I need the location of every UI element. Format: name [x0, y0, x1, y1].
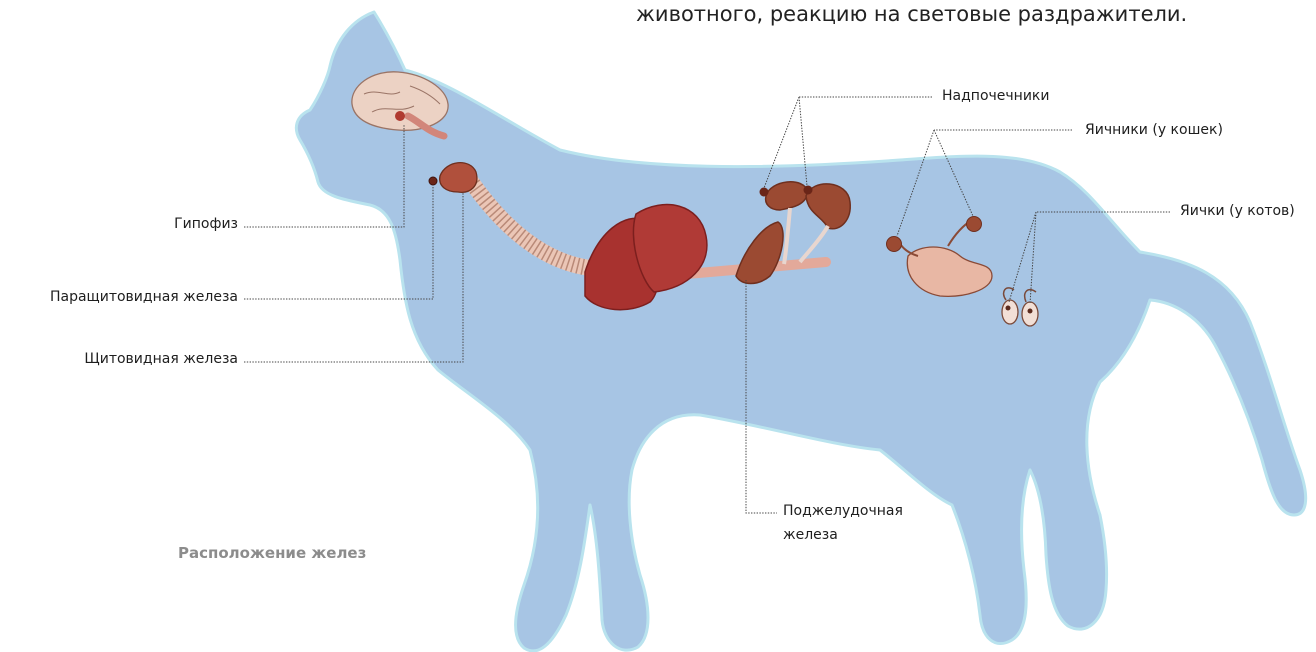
adrenal-left: [760, 188, 769, 197]
label-ovaries: Яичники (у кошек): [1085, 120, 1223, 140]
testis-left: [1002, 300, 1018, 324]
label-thyroid: Щитовидная железа: [30, 349, 238, 369]
label-pituitary: Гипофиз: [100, 214, 238, 234]
ovary-right: [967, 217, 982, 232]
label-parathyroid: Паращитовидная железа: [0, 287, 238, 307]
label-pancreas-line2: железа: [783, 525, 838, 545]
label-pancreas-line1: Поджелудочная: [783, 501, 903, 521]
figure-caption: Расположение желез: [178, 544, 366, 562]
testis-right: [1022, 302, 1038, 326]
label-testes: Яички (у котов): [1180, 201, 1295, 221]
header-text: животного, реакцию на световые раздражит…: [636, 2, 1187, 26]
label-adrenals: Надпочечники: [942, 86, 1049, 106]
adrenal-right: [804, 186, 813, 195]
testis-dot-left: [1006, 306, 1011, 311]
parathyroid-gland: [429, 177, 437, 185]
pituitary-gland: [395, 111, 405, 121]
ovary-left: [887, 237, 902, 252]
testis-dot-right: [1028, 309, 1033, 314]
